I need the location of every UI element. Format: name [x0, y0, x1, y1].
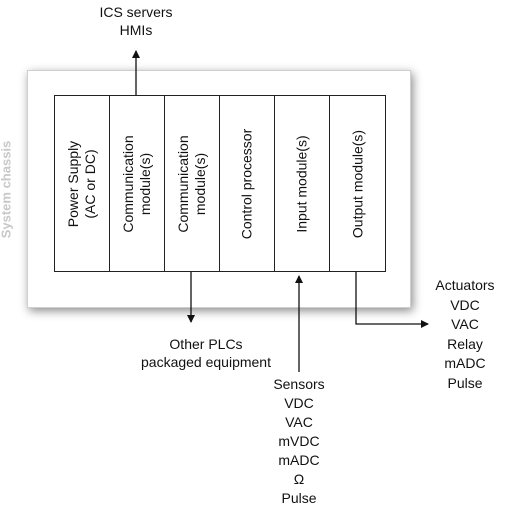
label-line: VAC	[285, 414, 313, 430]
module-input: Input module(s)	[275, 96, 330, 271]
label-line: Ω	[293, 471, 305, 487]
module-control-processor: Control processor	[220, 96, 275, 271]
other-plcs-label: Other PLCs packaged equipment	[131, 335, 281, 371]
label-line: Sensors	[273, 376, 325, 392]
label-line: packaged equipment	[141, 354, 271, 370]
label-line: ICS servers	[99, 4, 173, 20]
arrow-to-actuators	[355, 272, 429, 328]
label-line: mADC	[278, 452, 320, 468]
label-line: mVDC	[278, 433, 320, 449]
label-line: mADC	[444, 355, 486, 371]
label-line: VDC	[450, 296, 480, 313]
actuators-label: Actuators VDC VAC Relay mADC Pulse	[426, 276, 504, 393]
label-line: HMIs	[119, 22, 153, 38]
label-line: Relay	[447, 335, 483, 352]
label-line: Pulse	[281, 490, 317, 506]
ics-servers-label: ICS servers HMIs	[86, 3, 186, 39]
label-line: VDC	[284, 395, 314, 411]
label-line: VAC	[451, 316, 479, 332]
sensors-label: Sensors VDC VAC mVDC mADC Ω Pulse	[259, 375, 339, 508]
module-power-supply: Power Supply(AC or DC)	[55, 96, 110, 271]
label-line: Actuators	[435, 277, 495, 293]
label-line: Pulse	[447, 374, 483, 391]
label-line: Other PLCs	[169, 336, 243, 352]
